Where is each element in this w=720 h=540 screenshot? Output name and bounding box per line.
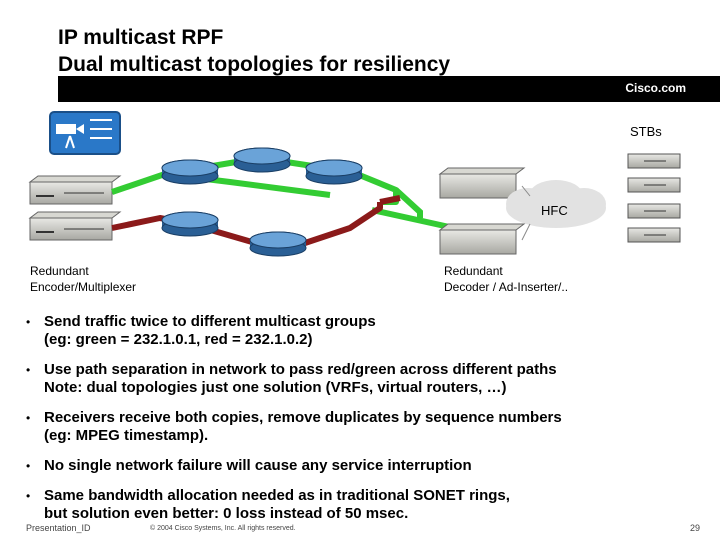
stb-device-1	[627, 153, 681, 169]
bullet-dot: •	[26, 315, 31, 329]
bullet-dot: •	[26, 489, 31, 503]
bullet-line: Note: dual topologies just one solution …	[44, 379, 507, 396]
encoder-device-bottom	[28, 211, 122, 241]
slide-title: IP multicast RPF Dual multicast topologi…	[58, 24, 450, 78]
footer-page-number: 29	[689, 523, 700, 533]
bullet-line: Use path separation in network to pass r…	[44, 361, 557, 378]
encoder-label-line-1: Redundant	[30, 264, 89, 278]
encoder-device-top	[28, 175, 122, 205]
encoder-label-line-2: Encoder/Multiplexer	[30, 280, 137, 294]
bullet-line: (eg: green = 232.1.0.1, red = 232.1.0.2)	[44, 331, 313, 348]
bullet-line: Same bandwidth allocation needed as in t…	[44, 487, 510, 504]
decoder-label-line-2: Decoder / Ad-Inserter/..	[444, 280, 569, 294]
router-5	[249, 231, 307, 257]
bullet-dot: •	[26, 363, 31, 377]
router-1	[161, 159, 219, 185]
title-bar	[58, 76, 720, 102]
stb-device-4	[627, 227, 681, 243]
decoder-device-top	[438, 167, 526, 199]
bullet-item: • No single network failure will cause an…	[24, 457, 704, 475]
camera-icon	[49, 111, 121, 155]
decoder-label-line-1: Redundant	[444, 264, 503, 278]
bullet-line: (eg: MPEG timestamp).	[44, 427, 209, 444]
bullet-item: • Same bandwidth allocation needed as in …	[24, 487, 704, 523]
bullet-list: • Send traffic twice to different multica…	[24, 313, 704, 535]
footer-copyright: © 2004 Cisco Systems, Inc. All rights re…	[150, 525, 296, 532]
bullet-line: No single network failure will cause any…	[44, 457, 472, 474]
bullet-item: • Send traffic twice to different multica…	[24, 313, 704, 349]
brand-label: Cisco.com	[625, 81, 686, 95]
decoder-label: Redundant Decoder / Ad-Inserter/..	[444, 263, 568, 295]
bullet-dot: •	[26, 411, 31, 425]
bullet-item: • Receivers receive both copies, remove d…	[24, 409, 704, 445]
bullet-dot: •	[26, 459, 31, 473]
bullet-line: Receivers receive both copies, remove du…	[44, 409, 562, 426]
encoder-label: Redundant Encoder/Multiplexer	[30, 263, 136, 295]
stb-device-2	[627, 177, 681, 193]
title-line-1: IP multicast RPF	[58, 26, 224, 49]
title-line-2: Dual multicast topologies for resiliency	[58, 53, 451, 76]
stb-device-3	[627, 203, 681, 219]
hfc-cloud	[506, 180, 606, 228]
bullet-line: Send traffic twice to different multicas…	[44, 313, 376, 330]
bullet-item: • Use path separation in network to pass …	[24, 361, 704, 397]
decoder-device-bottom	[438, 223, 526, 255]
router-4	[161, 211, 219, 237]
router-3	[305, 159, 363, 185]
router-2	[233, 147, 291, 173]
stbs-label: STBs	[630, 124, 662, 139]
hfc-label: HFC	[541, 203, 568, 218]
footer-presentation-id: Presentation_ID	[26, 523, 91, 533]
network-diagram	[28, 111, 681, 257]
bullet-line: but solution even better: 0 loss instead…	[44, 505, 409, 522]
